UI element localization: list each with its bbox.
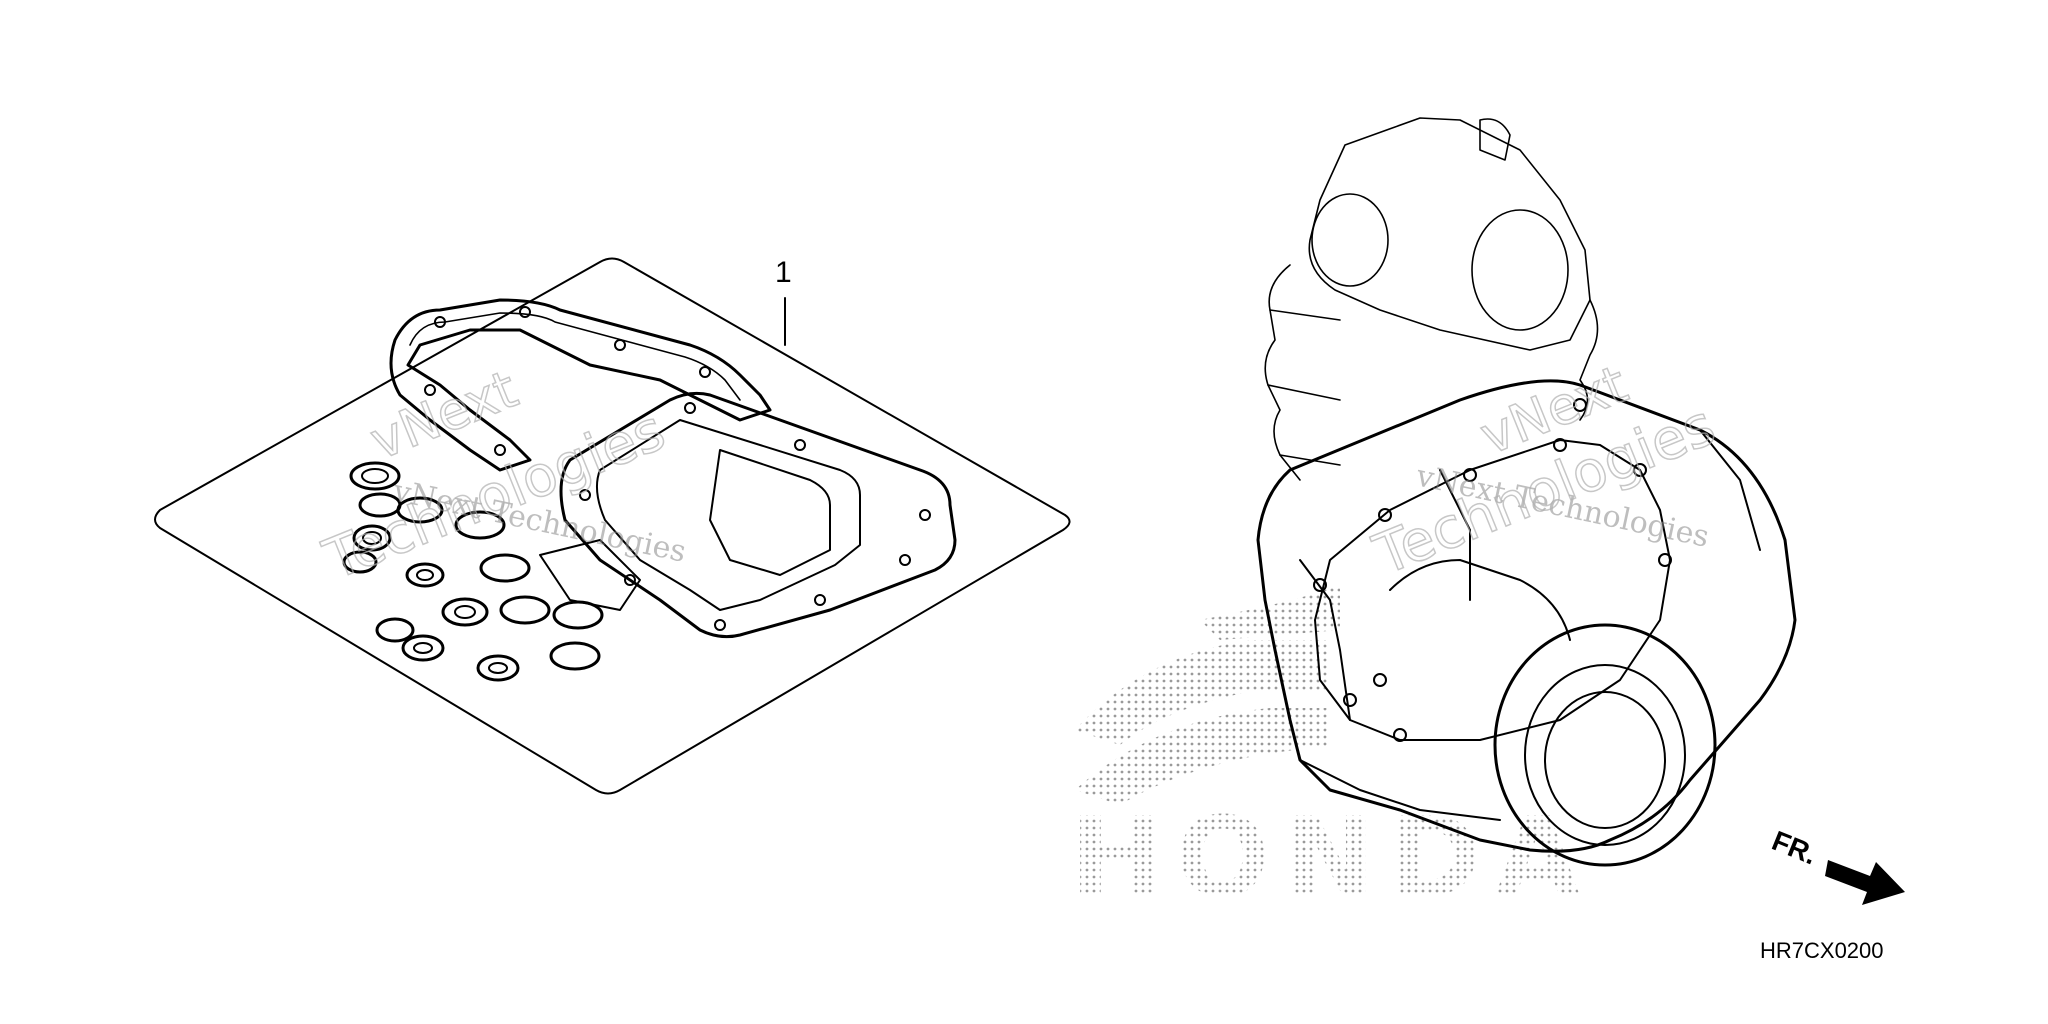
o-ring xyxy=(479,553,531,583)
seal-ring xyxy=(405,562,445,588)
crankcase-gasket-front-inner xyxy=(595,419,861,611)
crankcase-bolts xyxy=(1313,398,1672,742)
seal-ring xyxy=(476,654,520,682)
cylinder-head xyxy=(1308,117,1591,351)
honda-logo: HONDA xyxy=(1070,585,1594,921)
crankcase-gasket-front xyxy=(559,391,957,639)
gasket-bolt-holes xyxy=(424,306,931,631)
o-ring xyxy=(549,641,601,671)
front-label: FR. xyxy=(1768,825,1821,871)
clutch-cover xyxy=(1493,623,1717,867)
seal-ring xyxy=(375,617,415,643)
seal-ring xyxy=(441,597,489,627)
o-ring xyxy=(552,600,604,630)
callout-number: 1 xyxy=(775,256,792,289)
seal-ring xyxy=(401,634,445,662)
o-ring xyxy=(454,510,506,540)
watermark-left: vNext Technologies vNext Technologies xyxy=(314,359,689,594)
honda-wing-mark xyxy=(1075,585,1340,805)
arrow-right-icon xyxy=(1825,860,1905,905)
honda-logo-text: HONDA xyxy=(1070,793,1594,921)
gasket-kit: 1 xyxy=(154,256,1071,795)
intake-port xyxy=(1311,193,1389,287)
o-ring xyxy=(396,496,444,524)
o-ring xyxy=(499,595,551,625)
engine-illustration xyxy=(1256,117,1797,867)
seal-ring xyxy=(352,524,392,552)
crankcase-gasket-rear xyxy=(389,298,772,472)
exhaust-port xyxy=(1471,209,1569,331)
crankcase xyxy=(1256,379,1797,853)
o-rings xyxy=(342,461,604,682)
seal-ring xyxy=(349,461,401,491)
diagram-code: HR7CX0200 xyxy=(1760,938,1884,963)
cylinder-fins xyxy=(1264,264,1301,481)
seal-ring xyxy=(342,550,378,574)
clutch-cover-rim xyxy=(1524,664,1686,846)
gasket-sheet xyxy=(154,257,1071,795)
front-direction-indicator: FR. xyxy=(1768,825,1905,905)
cover-gasket-line xyxy=(1314,439,1671,741)
watermark-right: vNext Technologies vNext Technologies xyxy=(1364,354,1724,589)
